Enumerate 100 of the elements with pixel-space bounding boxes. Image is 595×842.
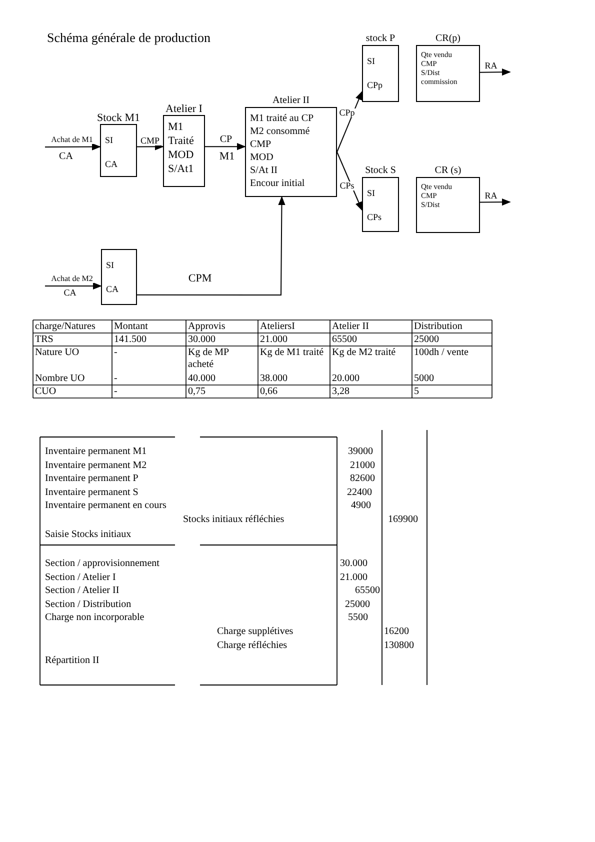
- table-header: Atelier II: [332, 321, 370, 333]
- amount: 30.000: [340, 558, 368, 570]
- flow-label: CA: [62, 288, 78, 298]
- arrow: [136, 143, 164, 150]
- table-header: Approvis: [188, 321, 226, 333]
- amount: 82600: [350, 473, 375, 485]
- entry-text: Stocks initiaux réfléchies: [183, 514, 284, 526]
- arrow: [336, 90, 362, 152]
- entry-text: Inventaire permanent P: [45, 473, 138, 485]
- entry-text: Inventaire permanent en cours: [45, 500, 166, 512]
- table-value: -: [114, 373, 118, 385]
- table-value: CUO: [35, 386, 58, 398]
- table-value: Nombre UO: [35, 373, 86, 385]
- flow-label: M1: [218, 152, 236, 162]
- entry-text: Inventaire permanent M1: [45, 446, 147, 458]
- box-text: CA: [105, 158, 119, 171]
- table-value: 20.000: [332, 373, 360, 385]
- table-header: Distribution: [414, 321, 464, 333]
- flow-label: CA: [58, 152, 74, 162]
- process-box: [362, 33, 399, 102]
- edge-label: Achat de M1: [50, 136, 94, 144]
- entry-text: Inventaire permanent M2: [45, 460, 147, 472]
- table-value: Nature UO: [35, 347, 80, 359]
- table-value: 40.000: [188, 373, 216, 385]
- box-text: M1 traité au CP: [250, 112, 315, 125]
- box-heading: Atelier II: [272, 95, 310, 107]
- amount: 39000: [348, 446, 373, 458]
- table-header: Montant: [114, 321, 149, 333]
- entry-text: Section / approvisionnement: [45, 558, 160, 570]
- table-value: 38.000: [260, 373, 288, 385]
- table-value: 5: [414, 386, 420, 398]
- arrow: [480, 68, 511, 76]
- box-heading: Atelier I: [164, 103, 204, 115]
- table-value: -: [114, 347, 118, 359]
- entry-text: Saisie Stocks initiaux: [45, 529, 132, 541]
- box-text: MOD: [168, 148, 195, 162]
- entry-text: Section / Distribution: [45, 599, 132, 611]
- arrow: [480, 198, 511, 206]
- process-box: [163, 103, 205, 187]
- arrow: [336, 152, 362, 211]
- box-text: SI: [367, 187, 376, 200]
- table-value: 65500: [332, 334, 358, 346]
- amount: 25000: [345, 599, 370, 611]
- arrow: [136, 196, 286, 296]
- table-value: 3,28: [332, 386, 350, 398]
- box-heading: CR (s): [434, 165, 462, 177]
- amount: 169900: [388, 514, 418, 526]
- box-text: S/At II: [250, 164, 278, 177]
- edge-label: CPs: [338, 182, 356, 190]
- box-heading: Stock S: [364, 165, 397, 177]
- table-value: 5000: [414, 373, 435, 385]
- edge-label: CP: [218, 135, 234, 145]
- table-value: 30.000: [188, 334, 216, 346]
- box-heading: Stock M1: [96, 112, 142, 124]
- box-text: SI: [106, 259, 116, 272]
- box-text: CPp: [367, 79, 384, 92]
- process-box: [101, 249, 137, 305]
- table-value: -: [114, 386, 118, 398]
- edge-label: RA: [484, 62, 498, 70]
- table-value: Kg de M1 traité: [260, 347, 325, 359]
- table-value: 141.500: [114, 334, 148, 346]
- edge-label: Achat de M2: [50, 275, 94, 283]
- table-value: 100dh / vente: [414, 347, 470, 359]
- amount: 21.000: [340, 572, 368, 584]
- box-text: CA: [106, 283, 120, 296]
- entry-text: Section / Atelier I: [45, 572, 116, 584]
- box-text: M2 consommé: [250, 125, 311, 138]
- box-text: S/At1: [168, 162, 195, 176]
- table-value: 21.000: [260, 334, 288, 346]
- process-box: [245, 95, 337, 197]
- edge-label: CPp: [338, 108, 356, 118]
- box-heading: CR(p): [434, 33, 462, 45]
- table-value: Kg de M2 traité: [332, 347, 397, 359]
- entry-text: Répartition II: [45, 655, 100, 667]
- amount: 21000: [350, 460, 375, 472]
- box-text: CPs: [367, 211, 383, 224]
- amount: 5500: [348, 612, 368, 624]
- box-heading: stock P: [364, 33, 396, 45]
- table-header: AteliersI: [260, 321, 296, 333]
- amount: 130800: [384, 640, 414, 652]
- amount: 65500: [355, 585, 380, 597]
- table-value: Kg de MP acheté: [188, 347, 230, 371]
- arrow: [204, 143, 246, 150]
- box-text: SI: [105, 134, 114, 147]
- table-value: TRS: [35, 334, 54, 346]
- process-box: [362, 165, 399, 232]
- box-text: SI: [367, 55, 376, 68]
- table-header: charge/Natures: [35, 321, 96, 333]
- entry-text: Charge non incorporable: [45, 612, 144, 624]
- edge-label: RA: [484, 192, 498, 200]
- arrow: [44, 282, 102, 290]
- table-value: 0,75: [188, 386, 206, 398]
- entry-text: Charge réfléchies: [217, 640, 288, 652]
- table-value: 0,66: [260, 386, 278, 398]
- process-box: [416, 33, 480, 102]
- edge-label: CPM: [187, 274, 213, 284]
- entry-text: Inventaire permanent S: [45, 487, 138, 499]
- amount: 22400: [347, 487, 372, 499]
- box-text: CMP: [250, 138, 272, 151]
- entry-text: Section / Atelier II: [45, 585, 120, 597]
